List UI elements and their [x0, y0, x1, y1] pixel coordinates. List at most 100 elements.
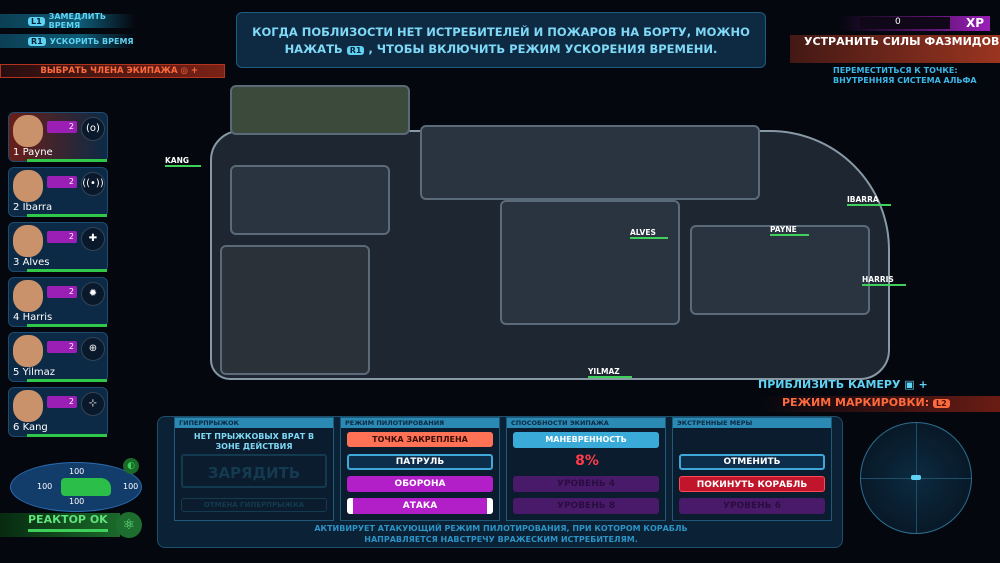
crew-card-payne[interactable]: 2 (o) 1 Payne	[8, 112, 108, 162]
shield-top: 100	[69, 467, 85, 476]
crew-health-bar	[27, 214, 107, 217]
marking-mode-label: РЕЖИМ МАРКИРОВКИ:	[782, 396, 930, 409]
tutorial-banner: КОГДА ПОБЛИЗОСТИ НЕТ ИСТРЕБИТЕЛЕЙ И ПОЖА…	[236, 12, 766, 68]
skill-level: 2	[68, 122, 74, 131]
reactor-room[interactable]	[500, 200, 680, 325]
crew-name-label: Payne	[22, 147, 53, 158]
gear-icon[interactable]: ✹	[81, 282, 105, 306]
map-tag-yilmaz[interactable]: YILMAZ	[588, 367, 632, 378]
skill-level: 2	[68, 287, 74, 296]
crew-health-bar	[27, 434, 107, 437]
xp-label: XP	[965, 16, 984, 30]
target-icon[interactable]: ⊹	[81, 392, 105, 416]
abandon-ship-button[interactable]: ПОКИНУТЬ КОРАБЛЬ	[679, 476, 825, 492]
skill-level-badge: 2	[47, 121, 77, 133]
crew-card-alves[interactable]: 2 ✚ 3 Alves	[8, 222, 108, 272]
skill-level: 2	[68, 342, 74, 351]
crew-card-kang[interactable]: 2 ⊹ 6 Kang	[8, 387, 108, 437]
select-crew-hint[interactable]: ВЫБРАТЬ ЧЛЕНА ЭКИПАЖА ◎ +	[0, 64, 225, 78]
defense-button[interactable]: ОБОРОНА	[347, 476, 493, 492]
crew-number: 4	[13, 312, 20, 323]
wrench-icon[interactable]: ✚	[81, 227, 105, 251]
skill-level: 2	[68, 177, 74, 186]
crew-health-bar	[27, 379, 107, 382]
crew-name: 4 Harris	[13, 312, 52, 323]
hyperjump-status: НЕТ ПРЫЖКОВЫХ ВРАТ В ЗОНЕ ДЕЙСТВИЯ	[193, 432, 315, 451]
cancel-hyperjump-button[interactable]: ОТМЕНА ГИПЕРПРЫЖКА	[181, 498, 327, 512]
anchored-button[interactable]: ТОЧКА ЗАКРЕПЛЕНА	[347, 432, 493, 447]
emergency-section: ЭКСТРЕННЫЕ МЕРЫ ОТМЕНИТЬ ПОКИНУТЬ КОРАБЛ…	[672, 417, 832, 521]
hangar-room[interactable]	[220, 245, 370, 375]
zoom-camera-label: ПРИБЛИЗИТЬ КАМЕРУ	[758, 378, 901, 391]
charge-button[interactable]: ЗАРЯДИТЬ	[181, 454, 327, 488]
crew-number: 3	[13, 257, 20, 268]
banner-line2b: , ЧТОБЫ ВКЛЮЧИТЬ РЕЖИМ УСКОРЕНИЯ ВРЕМЕНИ…	[368, 42, 718, 56]
shield-room[interactable]	[690, 225, 870, 315]
r1-key: R1	[28, 36, 46, 46]
crew-name-label: Ibarra	[22, 202, 53, 213]
upper-corridor[interactable]	[420, 125, 760, 200]
crew-abilities-title: СПОСОБНОСТИ ЭКИПАЖА	[507, 418, 665, 428]
command-panel: ГИПЕРПРЫЖОК НЕТ ПРЫЖКОВЫХ ВРАТ В ЗОНЕ ДЕ…	[157, 416, 843, 548]
zoom-camera-hint[interactable]: ПРИБЛИЗИТЬ КАМЕРУ ▣ +	[758, 378, 928, 391]
ship-marker-icon	[911, 475, 921, 480]
shield-bottom: 100	[69, 497, 85, 506]
map-tag-ibarra[interactable]: IBARRA	[847, 195, 891, 206]
ship-map[interactable]: KANG ALVES PAYNE IBARRA HARRIS YILMAZ	[165, 85, 930, 385]
crew-card-yilmaz[interactable]: 2 ⊕ 5 Yilmaz	[8, 332, 108, 382]
crew-health-bar	[27, 324, 107, 327]
map-tag-harris[interactable]: HARRIS	[862, 275, 906, 286]
level6-emergency-button[interactable]: УРОВЕНЬ 6	[679, 498, 825, 514]
map-tag-kang[interactable]: KANG	[165, 156, 202, 167]
attack-button[interactable]: АТАКА	[347, 498, 493, 514]
banner-line1: КОГДА ПОБЛИЗОСТИ НЕТ ИСТРЕБИТЕЛЕЙ И ПОЖА…	[252, 25, 750, 39]
emergency-title: ЭКСТРЕННЫЕ МЕРЫ	[673, 418, 831, 428]
crew-card-harris[interactable]: 2 ✹ 4 Harris	[8, 277, 108, 327]
level4-ability-button[interactable]: УРОВЕНЬ 4	[513, 476, 659, 492]
crew-name-label: Kang	[22, 422, 48, 433]
marking-mode-hint[interactable]: РЕЖИМ МАРКИРОВКИ: L2	[760, 396, 1000, 412]
crosshair-icon[interactable]: ⊕	[81, 337, 105, 361]
bridge-room[interactable]	[230, 165, 390, 235]
map-tag-payne[interactable]: PAYNE	[770, 225, 809, 236]
crew-portrait	[13, 390, 43, 422]
shield-icon: ◐	[123, 458, 139, 474]
crew-name: 3 Alves	[13, 257, 49, 268]
shield-icon[interactable]: (o)	[81, 117, 105, 141]
skill-level: 2	[68, 232, 74, 241]
crew-name-label: Harris	[22, 312, 53, 323]
radar-minimap[interactable]	[860, 422, 972, 534]
skill-level-badge: 2	[47, 286, 77, 298]
objective-subtitle: ПЕРЕМЕСТИТЬСЯ К ТОЧКЕ: ВНУТРЕННЯЯ СИСТЕМ…	[833, 66, 977, 85]
objective-title: УСТРАНИТЬ СИЛЫ ФАЗМИДОВ	[790, 35, 1000, 63]
crew-name: 2 Ibarra	[13, 202, 52, 213]
cancel-button[interactable]: ОТМЕНИТЬ	[679, 454, 825, 470]
crew-name-label: Yilmaz	[22, 367, 55, 378]
piloting-section: РЕЖИМ ПИЛОТИРОВАНИЯ ТОЧКА ЗАКРЕПЛЕНА ПАТ…	[340, 417, 500, 521]
map-tag-alves[interactable]: ALVES	[630, 228, 668, 239]
crew-portrait	[13, 170, 43, 202]
piloting-title: РЕЖИМ ПИЛОТИРОВАНИЯ	[341, 418, 499, 428]
maneuverability-button[interactable]: МАНЕВРЕННОСТЬ	[513, 432, 659, 448]
l2-key: L2	[932, 399, 950, 408]
crew-card-ibarra[interactable]: 2 ((•)) 2 Ibarra	[8, 167, 108, 217]
crew-name: 6 Kang	[13, 422, 48, 433]
crew-name-label: Alves	[22, 257, 50, 268]
patrol-button[interactable]: ПАТРУЛЬ	[347, 454, 493, 470]
slow-time-label: ЗАМЕДЛИТЬ ВРЕМЯ	[48, 12, 106, 30]
crew-number: 1	[13, 147, 20, 158]
ship-hull-icon	[61, 478, 111, 496]
ability-charge-percent: 8%	[575, 453, 599, 469]
square-button-icon: ▣ +	[904, 378, 928, 391]
mode-description: АКТИВИРУЕТ АТАКУЮЩИЙ РЕЖИМ ПИЛОТИРОВАНИЯ…	[314, 524, 688, 544]
level8-ability-button[interactable]: УРОВЕНЬ 8	[513, 498, 659, 514]
reactor-status: РЕАКТОР OK	[0, 513, 120, 537]
crew-name: 5 Yilmaz	[13, 367, 55, 378]
shield-display: 100 100 100 100	[10, 462, 142, 512]
xp-value: 0	[860, 17, 950, 29]
speed-time-label: УСКОРИТЬ ВРЕМЯ	[49, 36, 134, 46]
crew-portrait	[13, 280, 43, 312]
signal-icon[interactable]: ((•))	[81, 172, 105, 196]
